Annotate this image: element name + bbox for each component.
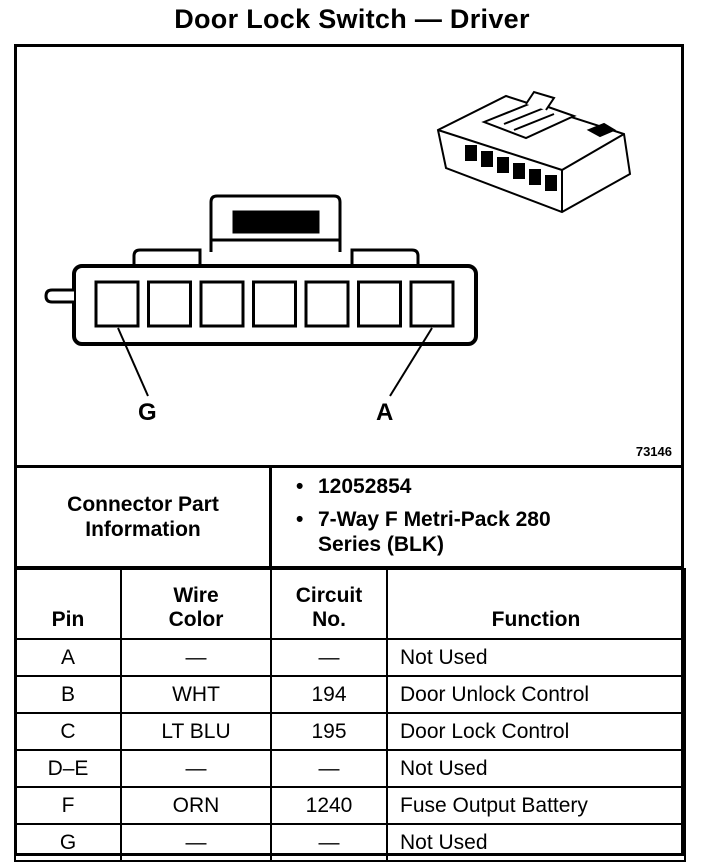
connector-part-number: 12052854: [296, 474, 578, 499]
connector-type: 7-Way F Metri-Pack 280 Series (BLK): [296, 507, 578, 557]
page-title: Door Lock Switch — Driver: [174, 4, 530, 34]
cell-wire-color: LT BLU: [120, 712, 272, 751]
cell-circuit: 194: [270, 675, 388, 714]
cell-wire-color: —: [120, 749, 272, 788]
header-function: Function: [386, 568, 686, 640]
table-row: D–E — — Not Used: [14, 749, 686, 788]
terminal-cavity: [304, 280, 350, 328]
connector-face-drawing: [44, 90, 632, 397]
cell-function: Not Used: [386, 638, 686, 677]
terminal-cavity: [252, 280, 297, 328]
terminal-cavity: [147, 280, 192, 328]
cell-circuit: —: [270, 638, 388, 677]
table-row: C LT BLU 195 Door Lock Control: [14, 712, 686, 751]
cell-circuit: 1240: [270, 786, 388, 825]
figure-number: 73146: [635, 444, 672, 459]
cell-pin: C: [14, 712, 122, 751]
cell-function: Door Unlock Control: [386, 675, 686, 714]
cell-pin: A: [14, 638, 122, 677]
connector-diagram: G A 73146: [14, 44, 684, 466]
header-circuit-label: Circuit No.: [295, 584, 363, 631]
connector-body: [44, 264, 478, 346]
cell-function: Fuse Output Battery: [386, 786, 686, 825]
connector-info-heading: Connector Part Information: [67, 492, 219, 541]
pin-label-a: A: [376, 399, 394, 426]
table-row: A — — Not Used: [14, 638, 686, 677]
table-row: B WHT 194 Door Unlock Control: [14, 675, 686, 714]
cell-pin: F: [14, 786, 122, 825]
table-row: G — — Not Used: [14, 823, 686, 862]
connector-isometric-view: [436, 90, 632, 214]
header-pin: Pin: [14, 568, 122, 640]
cell-function: Door Lock Control: [386, 712, 686, 751]
cell-circuit: —: [270, 823, 388, 862]
divider: [14, 566, 684, 569]
connector-latch: [132, 194, 420, 266]
terminal-cavity: [409, 280, 455, 328]
pin-table: Pin Wire Color Circuit No. Function A — …: [14, 568, 686, 862]
pin-label-g: G: [138, 399, 157, 426]
cell-wire-color: ORN: [120, 786, 272, 825]
terminal-cavity: [357, 280, 402, 328]
cell-circuit: —: [270, 749, 388, 788]
divider: [14, 465, 684, 468]
cell-wire-color: —: [120, 638, 272, 677]
cell-pin: D–E: [14, 749, 122, 788]
cell-wire-color: WHT: [120, 675, 272, 714]
header-circuit: Circuit No.: [270, 568, 388, 640]
terminal-cavity: [94, 280, 140, 328]
cell-pin: G: [14, 823, 122, 862]
table-row: F ORN 1240 Fuse Output Battery: [14, 786, 686, 825]
leader-line-a: [389, 327, 433, 397]
terminal-cavity: [199, 280, 245, 328]
cell-function: Not Used: [386, 749, 686, 788]
connector-info-list: 12052854 7-Way F Metri-Pack 280 Series (…: [296, 474, 578, 565]
leader-line-g: [117, 327, 149, 397]
divider: [269, 466, 272, 568]
table-header-row: Pin Wire Color Circuit No. Function: [14, 568, 686, 640]
cell-wire-color: —: [120, 823, 272, 862]
cell-circuit: 195: [270, 712, 388, 751]
header-wire-color-label: Wire Color: [168, 584, 224, 631]
cell-function: Not Used: [386, 823, 686, 862]
header-wire-color: Wire Color: [120, 568, 272, 640]
cell-pin: B: [14, 675, 122, 714]
